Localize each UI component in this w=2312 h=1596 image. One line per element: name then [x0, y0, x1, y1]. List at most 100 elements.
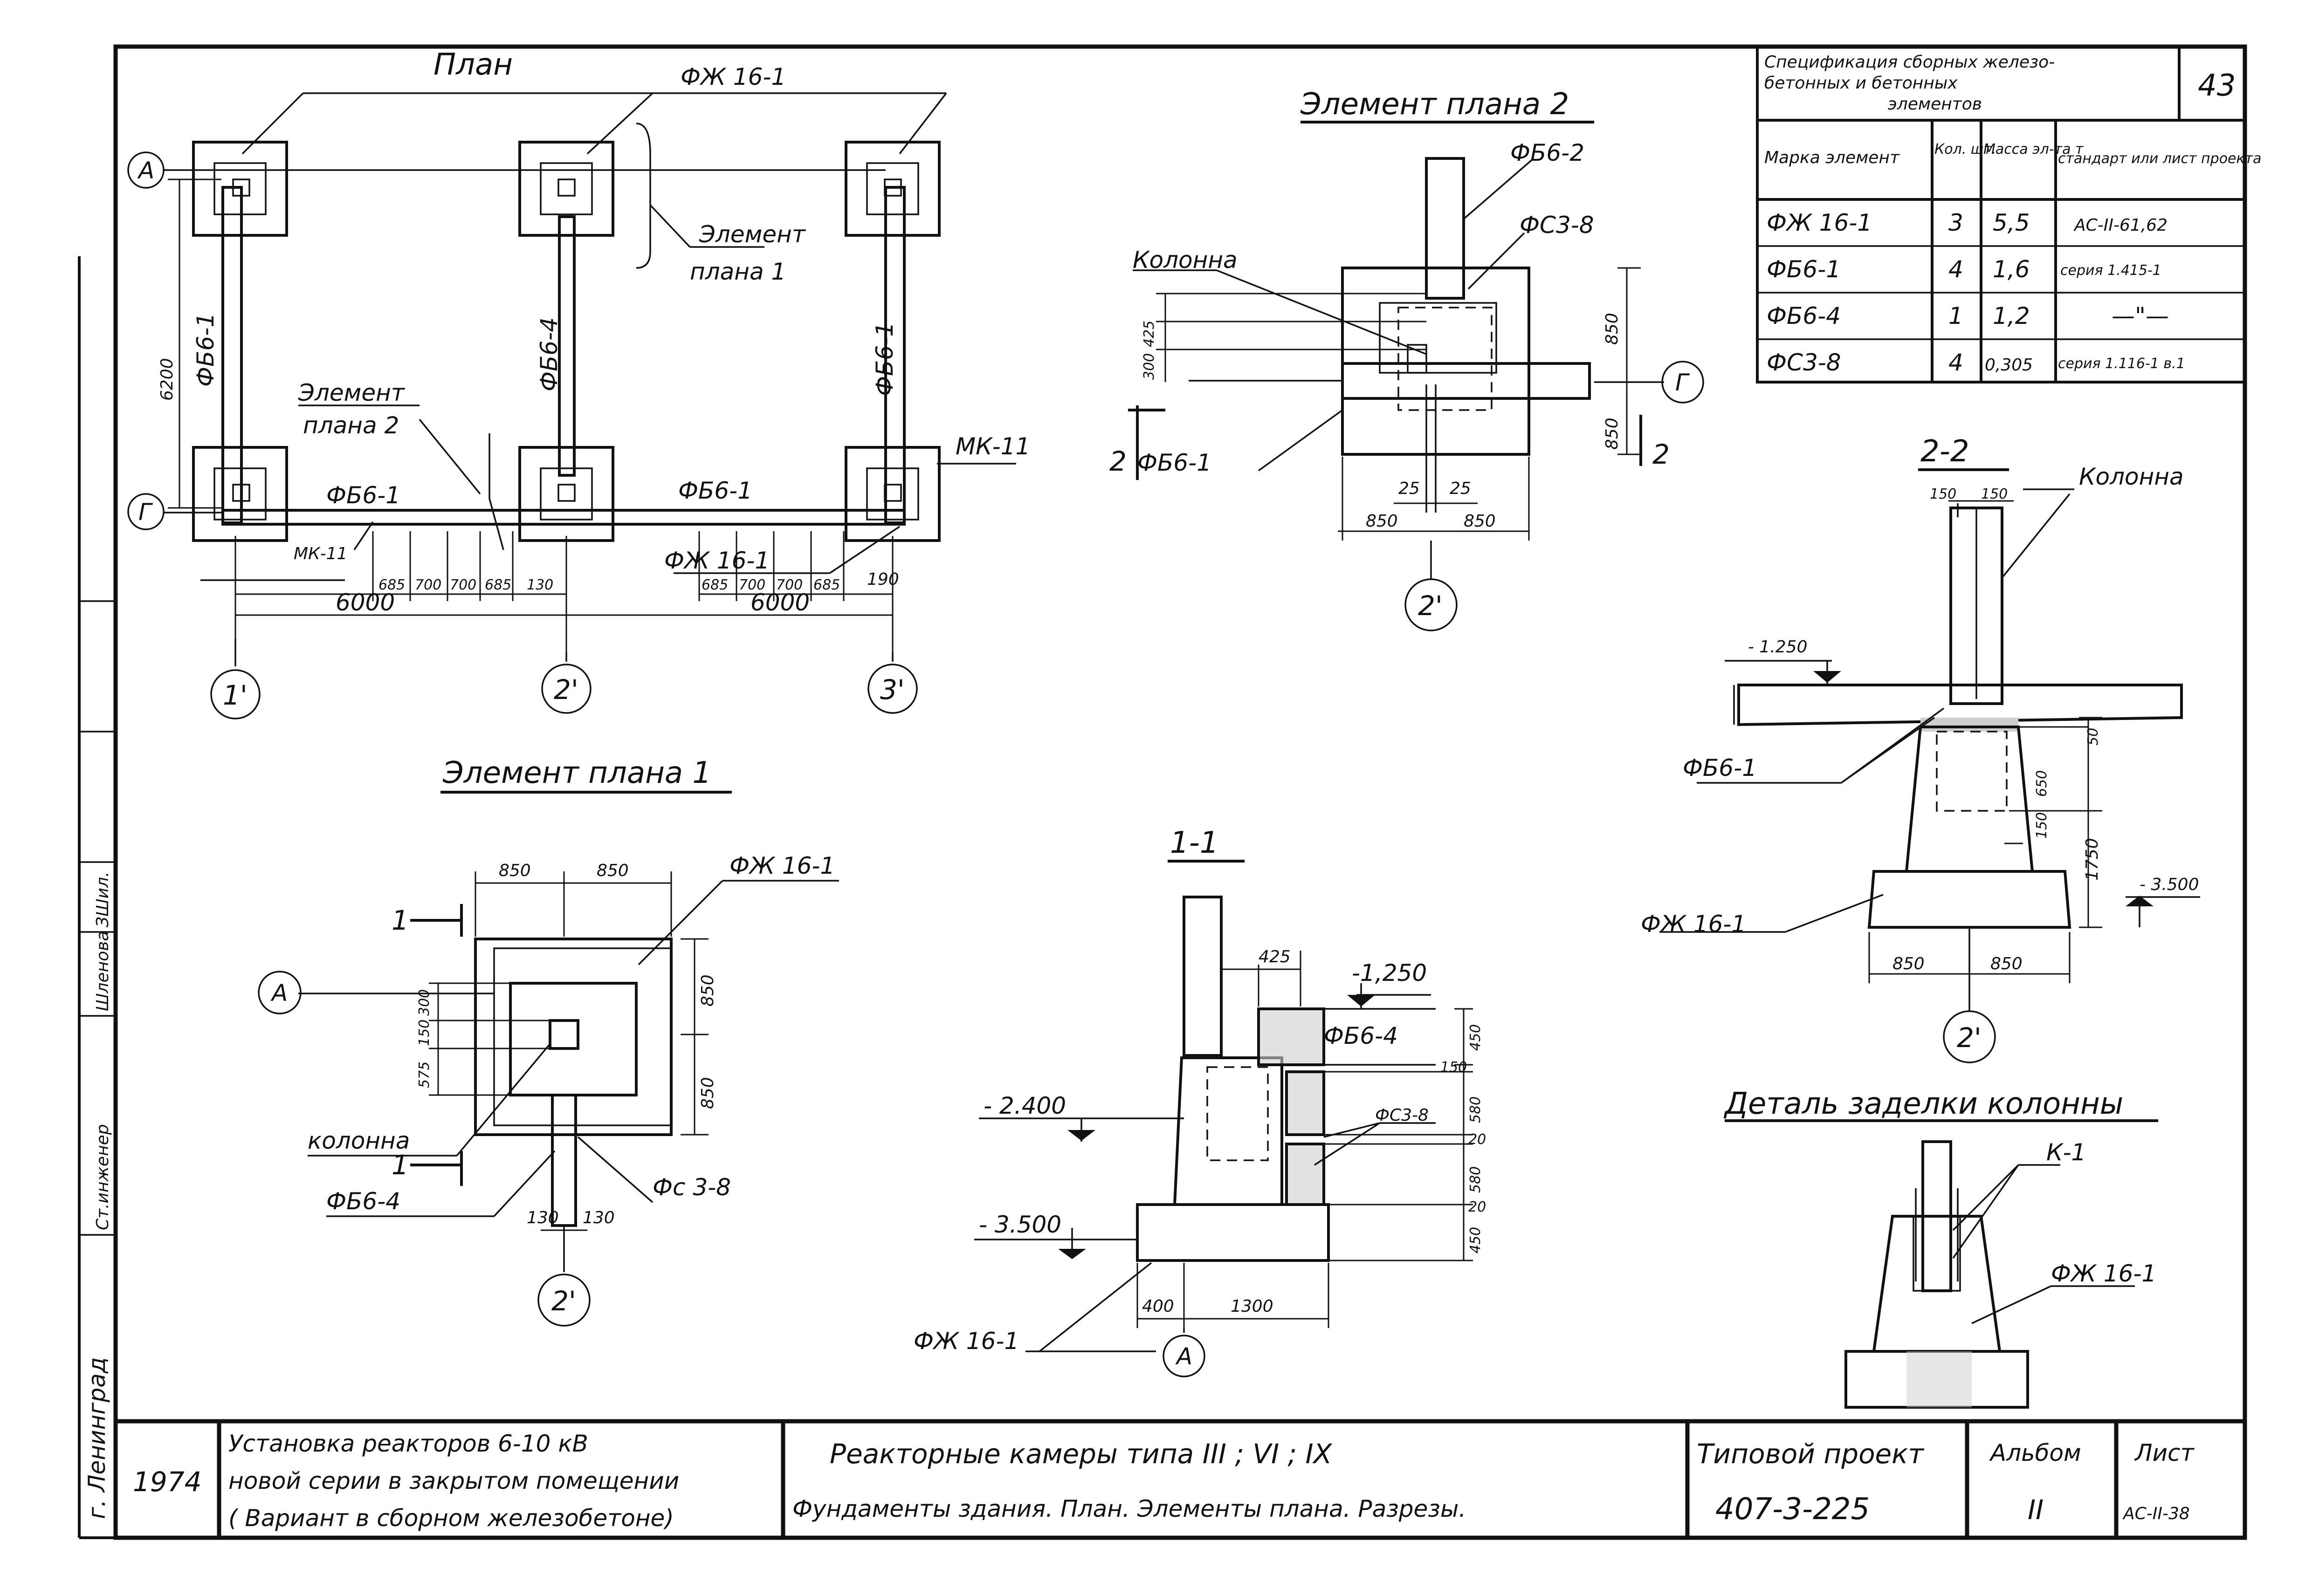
plan-dim-r2: 700	[776, 577, 803, 593]
spec-title-1: Спецификация сборных железо-	[1764, 53, 2055, 72]
el1-axis-a-bubble: А	[258, 971, 302, 1014]
s11-d450b: 450	[1467, 1227, 1484, 1254]
spec-r3-std: серия 1.116-1 в.1	[2058, 356, 2185, 372]
spec-r0-qty: 3	[1948, 209, 1963, 236]
plan-foundations	[192, 141, 941, 542]
s11-fb64: ФБ6-4	[1324, 1022, 1398, 1049]
svg-text:1': 1'	[223, 679, 248, 711]
svg-text:А: А	[270, 980, 288, 1007]
el1-title: Элемент плана 1	[442, 756, 711, 790]
spec-r3-mass: 0,305	[1985, 356, 2033, 375]
plan-beams	[221, 186, 906, 526]
plan-mk-right: МК-11	[956, 433, 1030, 460]
tb-desc2: новой серии в закрытом помещении	[228, 1467, 679, 1494]
left-strip: г. Ленинград Ст.инженер Шленова ЗШил.	[79, 600, 116, 1519]
element-plan-2: Элемент плана 2 Г	[1109, 87, 1704, 631]
plan-view: План	[127, 48, 1030, 719]
axis-bubble-3: 3'	[867, 664, 918, 714]
el2-title: Элемент плана 2	[1300, 87, 1569, 122]
spec-table: Спецификация сборных железо- бетонных и …	[1756, 45, 2261, 384]
spec-r2-mark: ФБ6-4	[1767, 302, 1841, 329]
el2-d850a: 850	[1603, 313, 1622, 345]
svg-text:Г: Г	[1675, 369, 1690, 396]
sheet-frame	[78, 44, 2247, 1540]
s11-d580b: 580	[1467, 1166, 1484, 1193]
el1-d850r2: 850	[698, 1077, 717, 1109]
element-plan-1: Элемент плана 1 А	[258, 756, 839, 1327]
s11-d20a: 20	[1468, 1131, 1486, 1148]
plan-span-right: 6000	[750, 589, 810, 616]
axis-bubble-g: Г	[127, 493, 165, 530]
plan-height-dim: 6200	[158, 358, 177, 401]
s11-fj: ФЖ 16-1	[914, 1328, 1019, 1355]
plan-dim-r4: 190	[867, 570, 899, 589]
tb-sheet-label: Лист	[2134, 1439, 2195, 1466]
svg-text:2': 2'	[554, 674, 578, 706]
plan-dim-l4: 130	[527, 577, 553, 593]
axis-bubble-1: 1'	[210, 669, 261, 719]
s22-lvl2: - 3.500	[2140, 875, 2199, 894]
el1-column: колонна	[308, 1127, 410, 1154]
el1-cut-bottom: 1	[392, 1149, 409, 1181]
el2-fb61: ФБ6-1	[1137, 449, 1211, 476]
el1-fj: ФЖ 16-1	[729, 852, 835, 879]
detail-title: Деталь заделки колонны	[1723, 1087, 2123, 1121]
plan-axes	[163, 169, 894, 666]
tb-proj-label: Типовой проект	[1697, 1438, 1925, 1470]
spec-r2-std: —"—	[2112, 302, 2169, 329]
spec-title-2: бетонных и бетонных	[1764, 74, 1958, 93]
s22-d1750: 1750	[2083, 838, 2102, 881]
el1-axis-2-bubble: 2'	[537, 1274, 591, 1327]
plan-beam-mid-label: ФБ6-4	[536, 317, 563, 391]
el2-section-left: 2	[1109, 445, 1127, 477]
spec-r1-std: серия 1.415-1	[2060, 262, 2161, 279]
svg-text:3': 3'	[880, 674, 905, 706]
s22-d650: 650	[2034, 770, 2050, 797]
plan-element2-ref: Элемент	[298, 379, 406, 406]
s22-d50: 50	[2085, 728, 2101, 746]
plan-leaders	[200, 92, 1016, 581]
plan-mk-left: МК-11	[294, 544, 347, 563]
spec-r1-qty: 4	[1948, 256, 1963, 283]
el1-d150: 150	[416, 1020, 433, 1046]
spec-title-3: элементов	[1888, 95, 1982, 114]
spec-r1-mass: 1,6	[1993, 256, 2030, 283]
spec-r0-std: АС-II-61,62	[2073, 216, 2168, 235]
plan-dim-r3: 685	[813, 577, 840, 593]
spec-r0-mark: ФЖ 16-1	[1767, 209, 1872, 236]
svg-text:2': 2'	[1957, 1022, 1982, 1054]
section-1-1: 1-1	[914, 826, 1486, 1377]
plan-dimensions	[168, 178, 894, 652]
svg-text:2': 2'	[1418, 590, 1443, 622]
el2-d850c: 850	[1366, 512, 1398, 531]
signature-label: ЗШил.	[93, 872, 112, 927]
el1-d130a: 130	[527, 1208, 559, 1227]
spec-r1-mark: ФБ6-1	[1767, 256, 1841, 283]
tb-album-label: Альбом	[1989, 1439, 2081, 1466]
s11-d20b: 20	[1468, 1199, 1486, 1215]
plan-beam-right-label: ФБ6-1	[871, 322, 898, 396]
detail-column-embedding: Деталь заделки колонны К-1 ФЖ 16-1	[1723, 1087, 2158, 1409]
el2-fb62: ФБ6-2	[1510, 139, 1584, 166]
el1-cut-top: 1	[392, 904, 409, 936]
el1-d575: 575	[416, 1062, 433, 1088]
plan-element1-ref: Элемент	[699, 221, 806, 248]
s11-title: 1-1	[1170, 826, 1219, 860]
spec-header-qty: Кол. шт.	[1934, 141, 1996, 158]
s11-d150: 150	[1440, 1059, 1467, 1075]
s22-lvl1: - 1.250	[1748, 637, 1808, 657]
city-label: г. Ленинград	[83, 1357, 110, 1519]
spec-r3-mark: ФС3-8	[1767, 349, 1841, 376]
s22-fj: ФЖ 16-1	[1641, 911, 1746, 938]
axis-bubble-a: А	[127, 151, 165, 189]
tb-year: 1974	[133, 1466, 202, 1498]
s11-d400: 400	[1142, 1297, 1174, 1316]
plan-dim-r1: 700	[739, 577, 765, 593]
el2-d850d: 850	[1464, 512, 1496, 531]
spec-r3-qty: 4	[1948, 349, 1963, 376]
s22-column: Колонна	[2079, 463, 2184, 490]
el2-d25a: 25	[1398, 479, 1420, 498]
axis-bubble-2: 2'	[541, 664, 592, 714]
svg-text:2': 2'	[551, 1285, 576, 1317]
s11-d1300: 1300	[1231, 1297, 1273, 1316]
